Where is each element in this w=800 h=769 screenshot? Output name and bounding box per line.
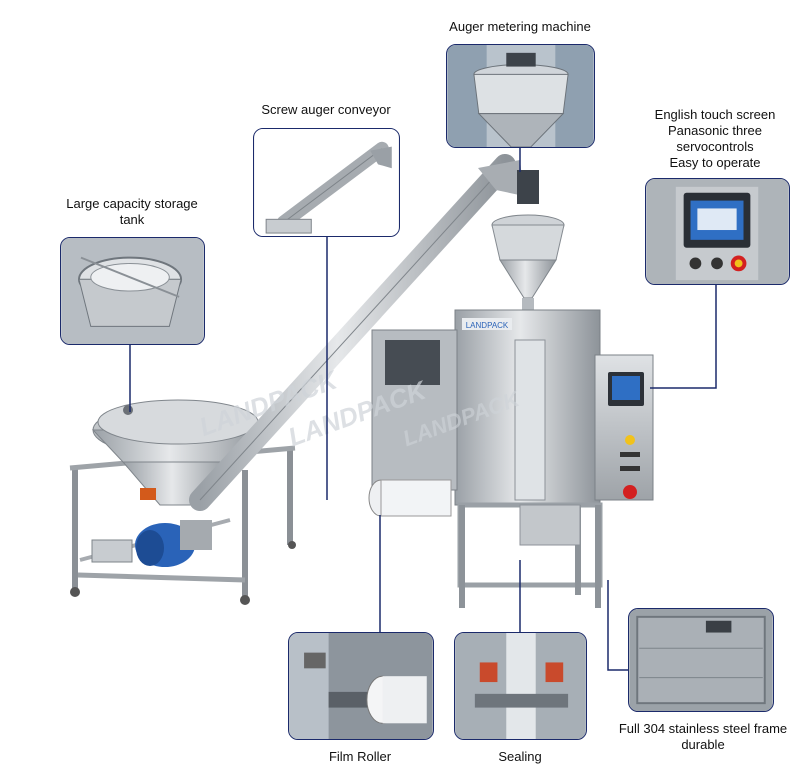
label-touch-screen-line-1: English touch screen	[654, 107, 776, 122]
vffs-main-body: LANDPACK	[368, 309, 654, 608]
screw-conveyor	[189, 154, 524, 511]
label-sealing: Sealing	[498, 749, 542, 764]
conveyor-closeup-image	[254, 129, 399, 236]
sealing-closeup-image	[455, 633, 586, 739]
callout-film-roller	[288, 632, 434, 740]
callout-touch-screen	[645, 178, 790, 285]
steel-frame-closeup-image	[629, 609, 773, 711]
film-roller-closeup-image	[289, 633, 433, 739]
label-touch-screen-line-3: servocontrols	[676, 139, 754, 154]
touch-screen-closeup-image	[646, 179, 789, 284]
label-steel-frame-line-2: durable	[681, 737, 725, 752]
label-auger-metering-machine: Auger metering machine	[449, 19, 591, 34]
svg-text:LANDPACK: LANDPACK	[466, 321, 509, 330]
label-storage-tank-line-1: Large capacity storage	[66, 196, 198, 211]
callout-screw-conveyor	[253, 128, 400, 237]
label-touch-screen-line-2: Panasonic three	[668, 123, 762, 138]
storage-tank-closeup-image	[61, 238, 204, 344]
callout-storage-tank	[60, 237, 205, 345]
label-film-roller: Film Roller	[328, 749, 392, 764]
callout-steel-frame	[628, 608, 774, 712]
callout-sealing	[454, 632, 587, 740]
label-touch-screen-line-4: Easy to operate	[669, 155, 761, 170]
label-screw-auger-conveyor: Screw auger conveyor	[261, 102, 391, 117]
callout-auger-metering	[446, 44, 595, 148]
auger-closeup-image	[447, 45, 594, 147]
label-steel-frame-line-1: Full 304 stainless steel frame	[618, 721, 788, 736]
auger-filler	[491, 170, 565, 318]
label-storage-tank-line-2: tank	[119, 212, 145, 227]
